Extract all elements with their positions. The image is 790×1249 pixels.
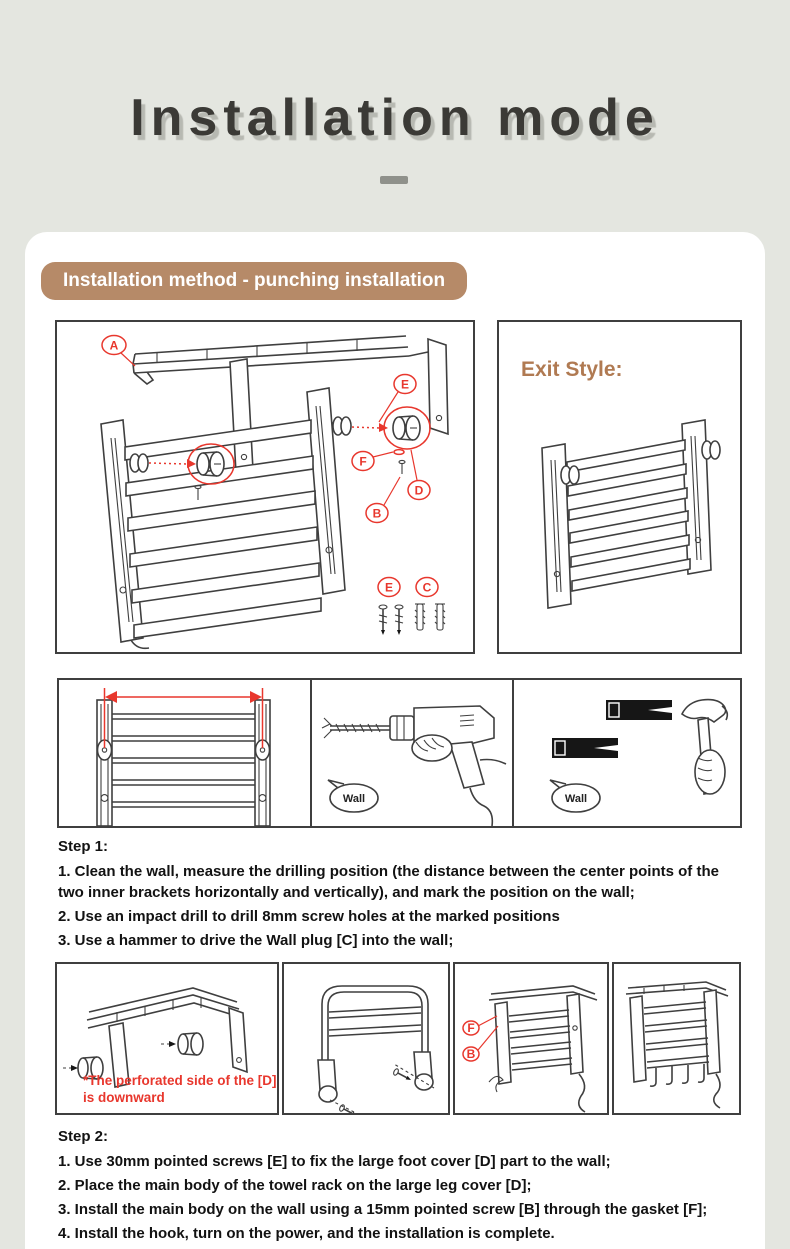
callout-b: B [373, 507, 382, 521]
measure-panel [59, 680, 310, 826]
step2-item-4: 4. Install the hook, turn on the power, … [58, 1225, 555, 1242]
exploded-view-box: A E F D B E C [55, 320, 475, 654]
legend-c: C [423, 581, 432, 595]
drill-panel: Wall [310, 680, 512, 826]
wall-plug-black-1 [606, 700, 672, 720]
wall-plug-black-2 [552, 738, 618, 758]
finished-box [612, 962, 741, 1115]
callout-f: F [359, 455, 366, 469]
step2-item-1: 1. Use 30mm pointed screws [E] to fix th… [58, 1153, 611, 1170]
step2-title: Step 2: [58, 1128, 109, 1145]
step2-illustration-row: *The perforated side of the [D] is downw… [55, 962, 741, 1115]
wall-plugs-c [414, 603, 446, 631]
step2-text: Step 2: 1. Use 30mm pointed screws [E] t… [58, 1128, 742, 1247]
section-badge: Installation method - punching installat… [41, 262, 468, 300]
callout-f-mounted: F [467, 1021, 474, 1035]
callout-d: D [415, 484, 424, 498]
step1-text: Step 1: 1. Clean the wall, measure the d… [58, 838, 742, 954]
legend-e: E [385, 581, 393, 595]
step2-item-2: 2. Place the main body of the towel rack… [58, 1177, 532, 1194]
screws-e [378, 604, 404, 635]
step1-item-1: 1. Clean the wall, measure the drilling … [58, 863, 719, 901]
wall-label-hammer: Wall [565, 793, 587, 805]
step1-title: Step 1: [58, 838, 109, 855]
callout-e: E [401, 378, 409, 392]
step1-tools-box: Wall [57, 678, 742, 828]
hammer [680, 698, 729, 795]
perforated-note: *The perforated side of the [D] is downw… [83, 1073, 277, 1105]
step2-item-3: 3. Install the main body on the wall usi… [58, 1201, 708, 1218]
page-title: Installation mode [130, 89, 660, 147]
hooks [649, 1064, 705, 1087]
callout-b-mounted: B [467, 1047, 476, 1061]
exploded-view-illustration: A E F D B E C [100, 334, 449, 650]
foot-cover-box: *The perforated side of the [D] is downw… [55, 962, 279, 1115]
step1-item-3: 3. Use a hammer to drive the Wall plug [… [58, 932, 454, 949]
exit-style-illustration [541, 419, 721, 609]
callout-a: A [110, 339, 119, 353]
exit-style-box: Exit Style: [497, 320, 742, 654]
step1-item-2: 2. Use an impact drill to drill 8mm scre… [58, 908, 560, 925]
leg-cover-box [282, 962, 450, 1115]
exit-style-title: Exit Style: [521, 358, 623, 381]
title-underline-dash [380, 176, 408, 184]
hammer-panel: Wall [512, 680, 740, 826]
wall-label-drill: Wall [343, 793, 365, 805]
content-card: Installation method - punching installat… [25, 232, 765, 1249]
mount-body-box: F B [453, 962, 609, 1115]
